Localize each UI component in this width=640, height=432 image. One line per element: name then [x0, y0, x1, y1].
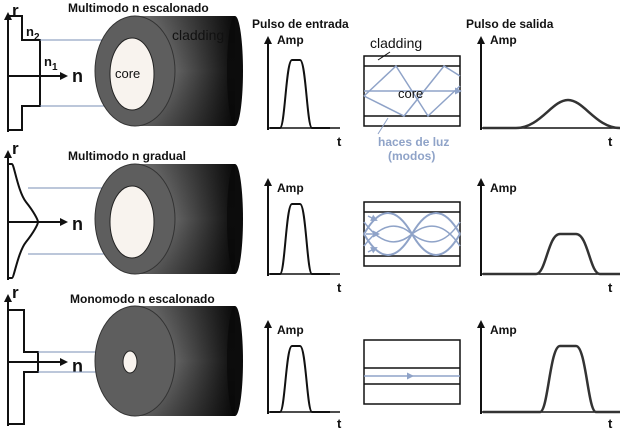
row-title: Monomodo n escalonado	[70, 292, 215, 306]
t-label: t	[337, 134, 342, 149]
light-ray	[363, 221, 461, 247]
t-label: t	[608, 280, 613, 295]
amp-label: Amp	[277, 181, 304, 195]
amp-label: Amp	[490, 33, 517, 47]
input-pulse-plot: Amp t	[264, 178, 342, 295]
input-pulse-plot: Amp t	[264, 320, 342, 431]
ray-diagram: core cladding haces de luz (modos)	[363, 35, 462, 163]
amp-label: Amp	[277, 323, 304, 337]
amp-label: Amp	[490, 323, 517, 337]
step-profile-curve	[8, 309, 39, 425]
amp-label: Amp	[277, 33, 304, 47]
pulse-curve	[483, 98, 621, 130]
core-face	[109, 37, 155, 111]
t-label: t	[337, 280, 342, 295]
r-label: r	[12, 1, 19, 20]
pulse-curve	[483, 232, 620, 276]
output-pulse-plot: Amp t	[477, 33, 621, 149]
step-profile-curve	[8, 15, 41, 131]
core-face	[109, 185, 155, 259]
output-pulse-plot: Amp t	[477, 178, 620, 295]
fiber-cylinder	[94, 163, 243, 275]
amp-label: Amp	[490, 181, 517, 195]
r-label: r	[12, 139, 19, 158]
n-label: n	[72, 356, 83, 376]
core-label: core	[398, 86, 423, 101]
modes-label: (modos)	[388, 149, 435, 163]
pulse-curve	[270, 345, 330, 413]
fiber-box	[363, 339, 461, 405]
row-graded-index-multimode: Multimodo n gradual r n Amp t	[4, 139, 620, 295]
ray-diagram	[363, 201, 461, 267]
core-label: core	[115, 66, 140, 81]
t-label: t	[608, 134, 613, 149]
index-profile: r n n2 n1	[4, 1, 83, 132]
pulse-curve	[483, 344, 620, 414]
cladding-label: cladding	[370, 35, 422, 51]
r-label: r	[12, 283, 19, 302]
ray-diagram	[363, 339, 461, 405]
n2-label: n2	[26, 24, 40, 43]
cladding-label: cladding	[172, 27, 224, 43]
row-step-index-multimode: Multimodo n escalonado r n n2 n1 core cl…	[4, 1, 621, 163]
index-profile: r n	[4, 283, 83, 426]
output-pulse-plot: Amp t	[477, 320, 620, 431]
row-step-index-singlemode: Monomodo n escalonado r n Amp t	[4, 283, 620, 431]
fiber-cylinder	[94, 305, 243, 417]
fiber-cylinder: core cladding	[94, 15, 243, 127]
pulse-curve	[270, 59, 330, 129]
n-label: n	[72, 214, 83, 234]
n-label: n	[72, 66, 83, 86]
t-label: t	[608, 416, 613, 431]
input-pulse-plot: Amp t	[264, 33, 342, 149]
n1-label: n1	[44, 54, 58, 73]
output-pulse-header: Pulso de salida	[466, 17, 554, 31]
rays-label: haces de luz	[378, 135, 449, 149]
core-face	[122, 350, 138, 374]
row-title: Multimodo n gradual	[68, 149, 186, 163]
t-label: t	[337, 416, 342, 431]
pulse-curve	[270, 203, 330, 275]
row-title: Multimodo n escalonado	[68, 1, 209, 15]
input-pulse-header: Pulso de entrada	[252, 17, 349, 31]
index-profile: r n	[4, 139, 83, 280]
